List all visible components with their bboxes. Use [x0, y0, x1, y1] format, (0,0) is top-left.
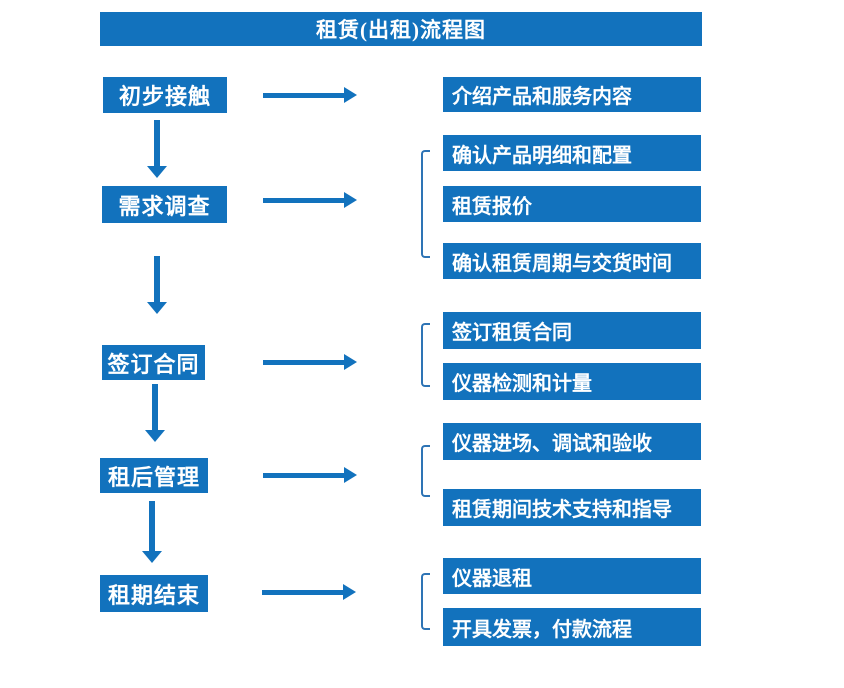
diagram-title: 租赁(出租)流程图	[100, 12, 702, 46]
stage-box-initial-contact: 初步接触	[103, 77, 227, 113]
stage-box-post-rental-management: 租后管理	[100, 458, 208, 493]
group-bracket-icon	[421, 323, 430, 387]
right-arrow-icon	[262, 584, 356, 600]
output-box-sign-rental-contract: 签订租赁合同	[443, 312, 701, 349]
down-arrow-icon	[142, 501, 162, 563]
output-box-confirm-product-details: 确认产品明细和配置	[443, 135, 701, 171]
group-bracket-icon	[421, 150, 430, 258]
right-arrow-icon	[263, 87, 357, 103]
stage-box-rental-end: 租期结束	[100, 575, 208, 612]
down-arrow-icon	[147, 256, 167, 314]
output-box-rental-quotation: 租赁报价	[443, 186, 701, 222]
down-arrow-icon	[147, 120, 167, 178]
stage-box-demand-survey: 需求调查	[102, 186, 227, 223]
right-arrow-icon	[263, 192, 357, 208]
output-box-introduce-products: 介绍产品和服务内容	[443, 77, 701, 112]
right-arrow-icon	[263, 467, 357, 483]
right-arrow-icon	[263, 354, 357, 370]
output-box-instrument-testing: 仪器检测和计量	[443, 363, 701, 400]
group-bracket-icon	[421, 573, 430, 630]
stage-box-sign-contract: 签订合同	[102, 345, 205, 380]
output-box-confirm-rental-period: 确认租赁周期与交货时间	[443, 243, 701, 279]
output-box-technical-support: 租赁期间技术支持和指导	[443, 489, 701, 526]
output-box-instrument-setup-acceptance: 仪器进场、调试和验收	[443, 423, 701, 460]
output-box-invoice-payment: 开具发票，付款流程	[443, 608, 701, 646]
group-bracket-icon	[421, 445, 430, 497]
output-box-instrument-return: 仪器退租	[443, 558, 701, 594]
down-arrow-icon	[145, 384, 165, 442]
